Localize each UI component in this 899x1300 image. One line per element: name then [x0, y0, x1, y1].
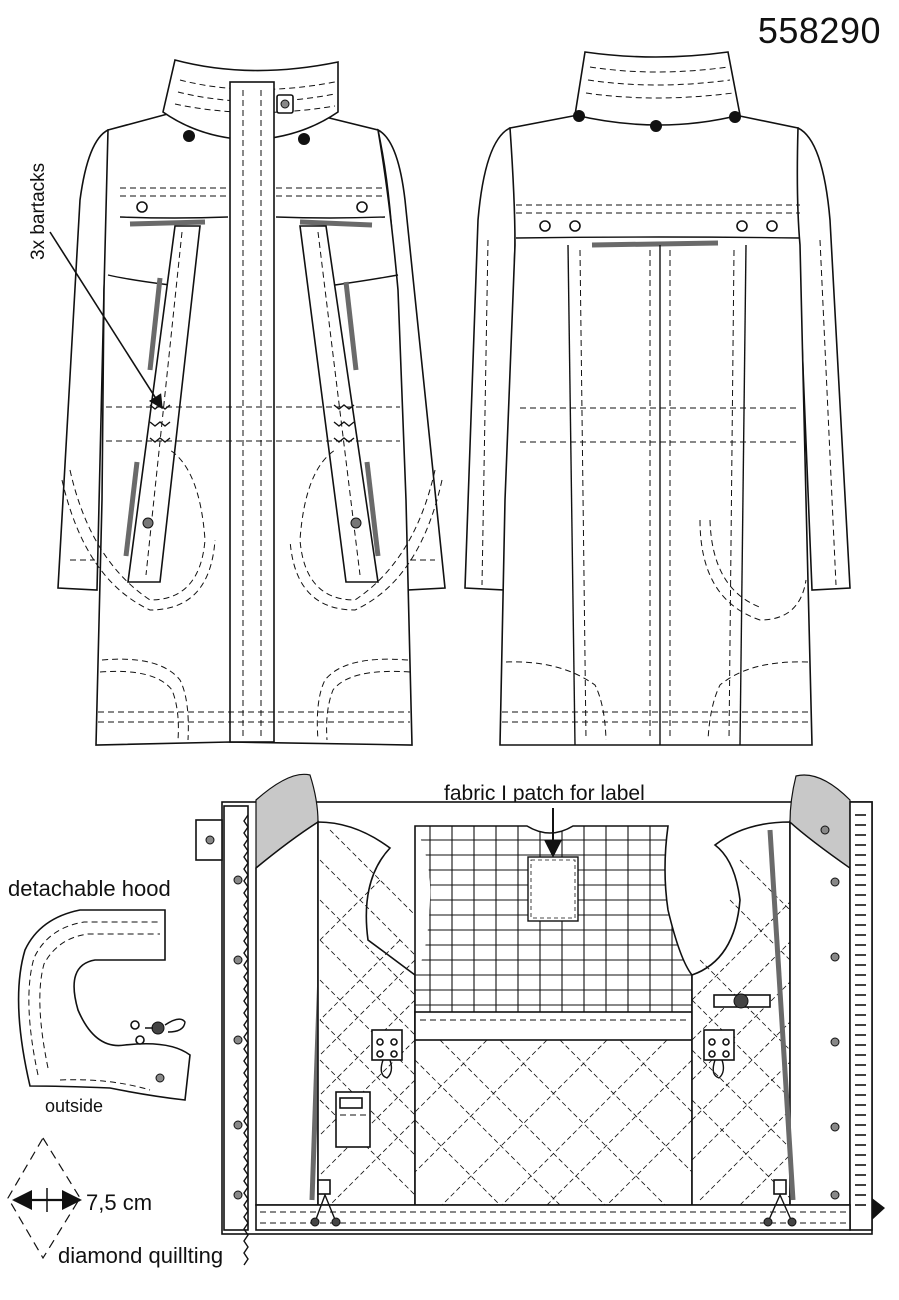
label-patch: [527, 856, 579, 922]
collar-snap: [183, 130, 195, 142]
quilt-legend: [7, 1136, 82, 1260]
right-zip-tape: [849, 801, 873, 1231]
style-number: 558290: [757, 10, 881, 51]
back-body: [499, 114, 813, 746]
hood-side-label: outside: [45, 1096, 104, 1116]
collar-snap: [729, 111, 741, 123]
measurement-label: 7,5 cm: [86, 1190, 153, 1215]
collar-snap: [298, 133, 310, 145]
inside-view: [195, 773, 885, 1266]
hood-detail: [17, 909, 191, 1101]
front-view: [49, 59, 446, 746]
collar-snap: [573, 110, 585, 122]
collar-snap: [650, 120, 662, 132]
back-view: [464, 51, 851, 746]
right-collar-shading: [789, 774, 851, 870]
back-collar: [574, 51, 741, 126]
hood-shape: [17, 909, 191, 1101]
patch-label: fabric I patch for label: [444, 782, 645, 805]
hood-title: detachable hood: [8, 876, 171, 901]
front-placket: [229, 81, 275, 743]
quilting-label: diamond quillting: [58, 1243, 224, 1268]
